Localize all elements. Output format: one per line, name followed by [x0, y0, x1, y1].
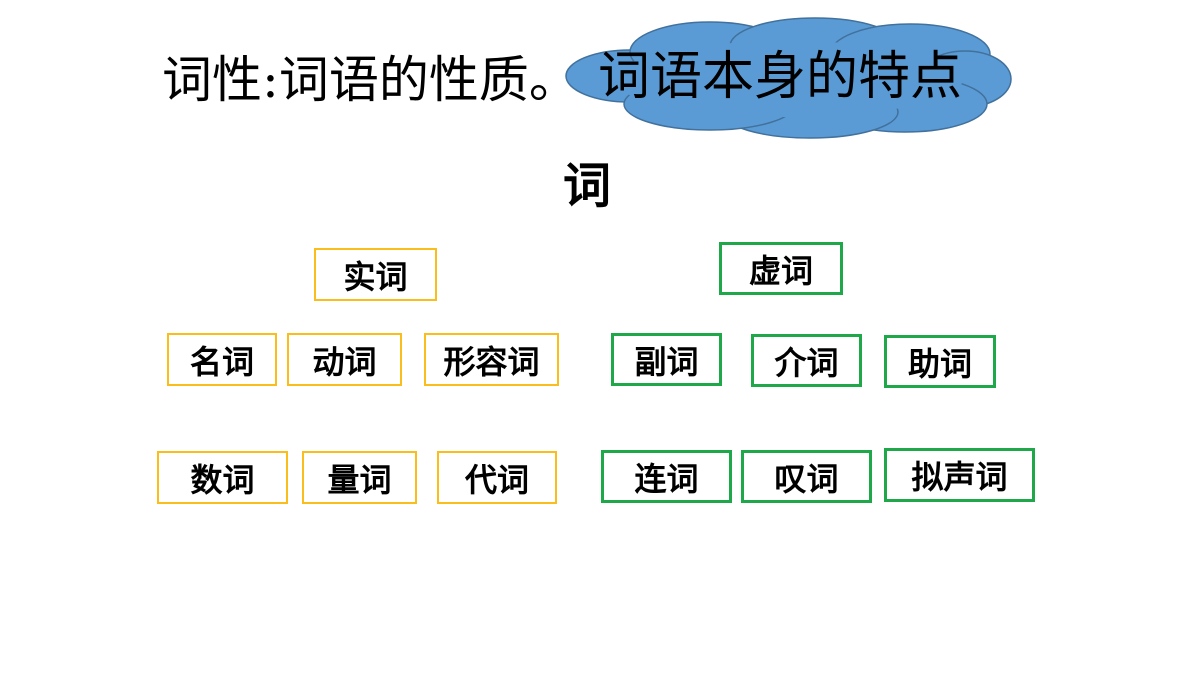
xuci-item-box: 助词 — [884, 335, 996, 388]
root-word: 词 — [563, 158, 612, 214]
shici-item-box: 代词 — [437, 451, 557, 504]
shici-item-box: 形容词 — [424, 333, 559, 386]
xuci-item-box: 介词 — [751, 334, 862, 387]
xuci-item-box: 副词 — [611, 333, 722, 386]
xuci-item-box: 连词 — [601, 450, 732, 503]
cloud-text: 词语本身的特点 — [598, 47, 963, 107]
shici-item-box: 量词 — [302, 451, 417, 504]
shici-item-box: 数词 — [157, 451, 288, 504]
xuci-item-box: 拟声词 — [884, 448, 1035, 502]
cloud-shape — [565, 17, 1012, 139]
shici-item-box: 名词 — [167, 333, 277, 386]
xuci-item-box: 叹词 — [741, 450, 872, 503]
shici-box: 实词 — [314, 248, 437, 301]
xuci-box: 虚词 — [719, 242, 843, 295]
shici-item-box: 动词 — [287, 333, 402, 386]
slide-title: 词性:词语的性质。 — [162, 51, 579, 109]
